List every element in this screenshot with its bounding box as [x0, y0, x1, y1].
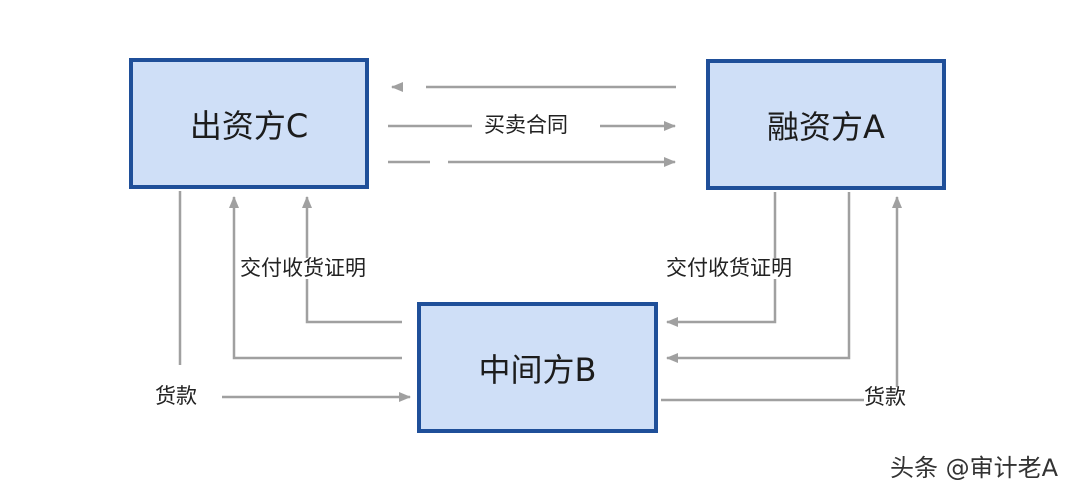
label-delivery-left: 交付收货证明: [240, 256, 366, 280]
arrow-b-to-c-outer: [229, 196, 402, 360]
label-delivery-right: 交付收货证明: [666, 256, 792, 280]
arrow-b-to-c-delivery: [302, 196, 402, 324]
node-financier-a: 融资方A: [706, 59, 946, 190]
label-payment-left: 货款: [155, 384, 197, 408]
label-contract: 买卖合同: [484, 113, 568, 137]
watermark: 头条 @审计老A: [889, 454, 1058, 482]
node-investor-c: 出资方C: [129, 58, 369, 189]
arrow-a-to-b-outer: [666, 192, 851, 363]
label-payment-right: 货款: [864, 385, 906, 409]
arrow-b-to-a-payment: [661, 196, 902, 402]
node-intermediary-b: 中间方B: [417, 302, 658, 433]
arrow-a-to-b-delivery: [666, 192, 777, 327]
